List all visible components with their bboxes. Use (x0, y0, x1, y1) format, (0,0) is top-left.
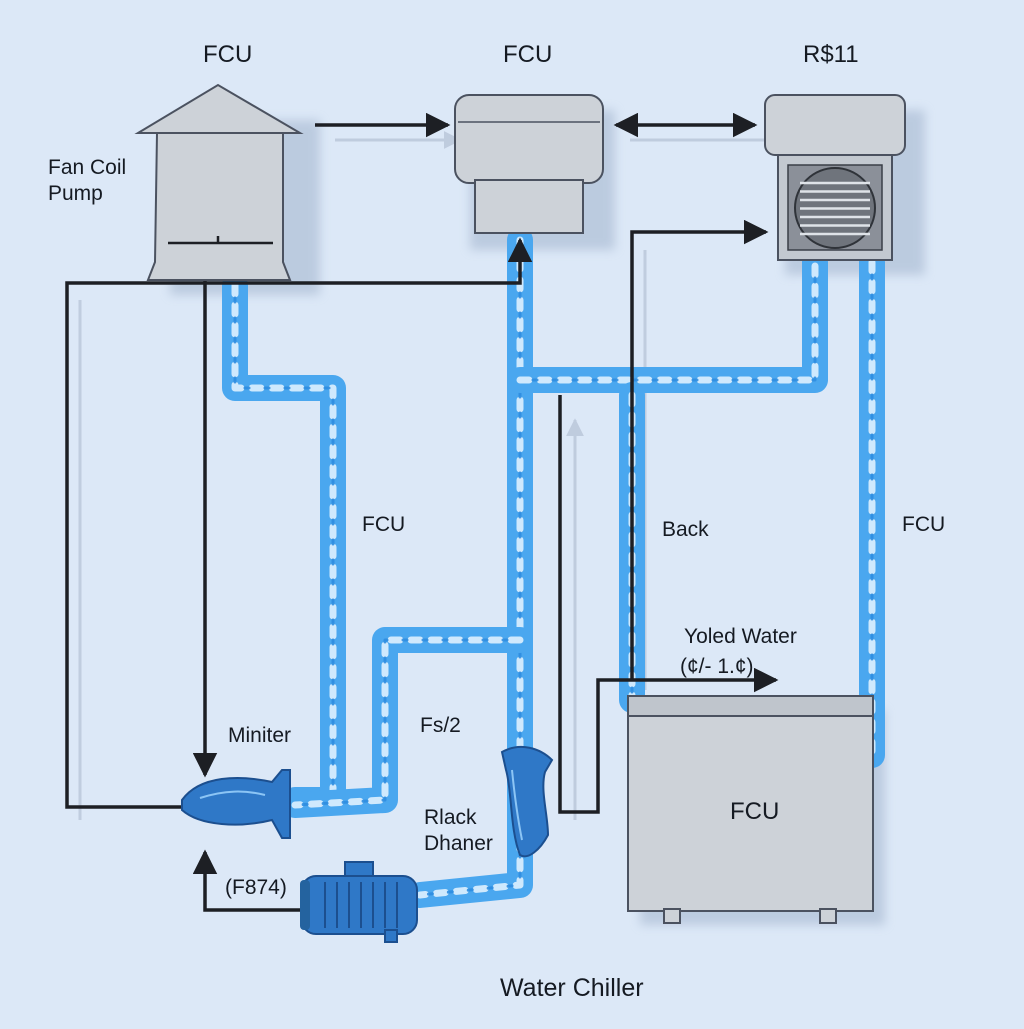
side-valve-icon (500, 745, 554, 858)
feed-line-right (630, 219, 769, 680)
main-loop-line (65, 237, 533, 809)
label-miniter: Miniter (228, 724, 292, 747)
fan-unit-right (764, 94, 906, 261)
fan-grille-icon (800, 181, 870, 236)
pipe-center-up-flow (416, 236, 524, 899)
pipe-center-up (407, 227, 533, 908)
label-fan-coil-pump: Fan Coil Pump (48, 156, 127, 206)
pipe-cross-flow (516, 258, 819, 384)
label-chiller-unit: FCU (730, 798, 780, 825)
label-yoled-value: (¢/- 1.¢) (680, 655, 754, 678)
flow-lines (65, 112, 779, 912)
label-pipe-back: Back (662, 518, 709, 541)
label-f874: (F874) (225, 876, 287, 899)
label-top-left-unit: FCU (203, 41, 253, 68)
pipe-cross-ripple (518, 260, 817, 382)
chiller-unit (627, 695, 874, 924)
label-pipe-right: FCU (902, 513, 946, 536)
label-top-middle-unit: FCU (503, 41, 553, 68)
pipe-center-up-ripple (418, 238, 522, 897)
pipe-center-jog-flow (291, 636, 524, 809)
fcu-unit-middle (454, 94, 604, 234)
pipe-cross (507, 249, 828, 393)
fan-coil-pump-unit (134, 83, 304, 281)
label-top-right-unit: R$11 (803, 41, 859, 68)
valve-icon (181, 769, 291, 839)
label-fs2: Fs/2 (420, 714, 461, 737)
label-yoled-water: Yoled Water (684, 625, 797, 648)
label-water-chiller: Water Chiller (500, 974, 644, 1002)
pipe-center-jog-ripple (293, 638, 522, 807)
label-pipe-left: FCU (362, 513, 406, 536)
motor-pump-icon (300, 861, 418, 943)
label-rlack-dhaner: Rlack Dhaner (424, 806, 493, 856)
back-line (558, 395, 779, 814)
pump-feed-line (192, 849, 300, 912)
